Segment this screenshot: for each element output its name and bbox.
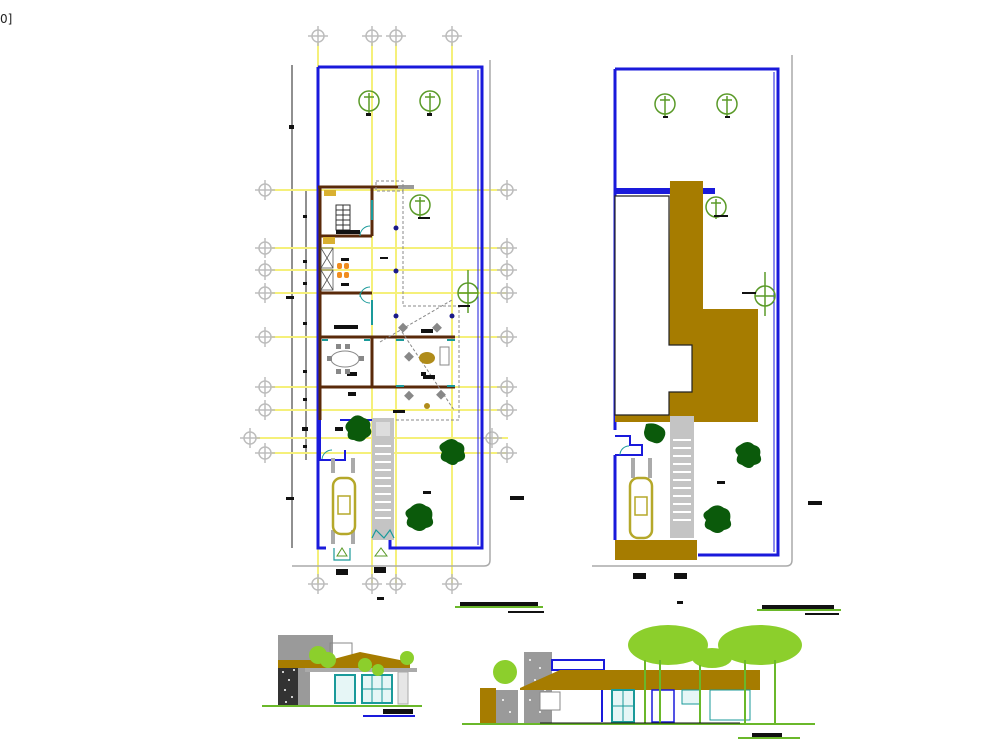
tree-symbols xyxy=(358,90,479,313)
roof-area xyxy=(615,181,758,422)
side-elevation xyxy=(462,625,815,739)
car-icon xyxy=(331,476,357,536)
shrubs xyxy=(345,415,466,531)
ground-floor-plan xyxy=(240,26,544,613)
front-elevation xyxy=(262,635,422,717)
dining-set xyxy=(327,344,364,374)
corner-label: 0] xyxy=(0,12,13,26)
walkway xyxy=(372,418,394,540)
grid-bubbles-bottom xyxy=(308,574,462,594)
scale-bar xyxy=(455,602,544,613)
grid-bubbles-top xyxy=(308,26,462,46)
stairs xyxy=(335,204,351,231)
grid-bubbles-side xyxy=(240,180,517,463)
roof-plan xyxy=(592,55,841,615)
